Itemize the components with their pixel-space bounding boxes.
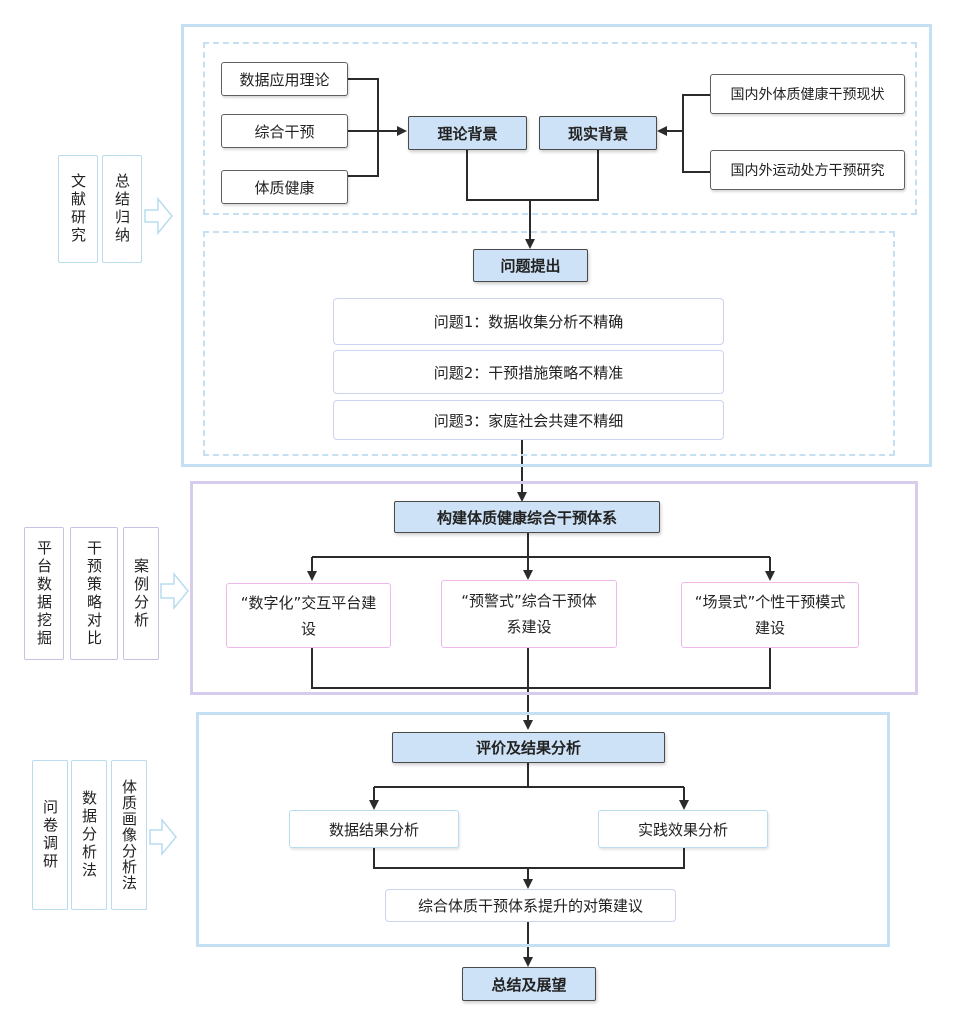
- method-literature: 文献研究: [58, 155, 98, 263]
- stage3-header-box: 评价及结果分析: [392, 732, 665, 763]
- data-result-analysis-box: 数据结果分析: [289, 810, 459, 848]
- topic-physical-health: 体质健康: [221, 170, 348, 204]
- item-scenario-mode: “场景式”个性干预模式建设: [681, 582, 859, 648]
- theory-background-box: 理论背景: [408, 116, 527, 150]
- problem-header-box: 问题提出: [473, 249, 588, 282]
- item-warning-system: “预警式”综合干预体系建设: [441, 580, 617, 648]
- method-questionnaire: 问卷调研: [32, 760, 68, 910]
- stage1-section: [181, 24, 932, 467]
- countermeasure-suggestion-box: 综合体质干预体系提升的对策建议: [385, 889, 676, 922]
- problem-item-3: 问题3：家庭社会共建不精细: [333, 400, 724, 440]
- topic-exercise-prescription: 国内外运动处方干预研究: [710, 150, 905, 190]
- method-platform-mining-label: 平台数据挖掘: [35, 539, 53, 648]
- practice-effect-analysis-box: 实践效果分析: [598, 810, 768, 848]
- method-platform-mining: 平台数据挖掘: [24, 527, 64, 660]
- method-literature-label: 文献研究: [69, 173, 87, 245]
- stage3-section: [196, 712, 890, 947]
- method-data-analysis: 数据分析法: [71, 760, 107, 910]
- hollow-arrow-3: [149, 817, 177, 857]
- method-profile-analysis-label: 体质画像分析法: [120, 779, 138, 891]
- topic-integrated-intervention: 综合干预: [221, 114, 348, 148]
- method-strategy-comparison-label: 干预策略对比: [85, 539, 103, 648]
- method-profile-analysis: 体质画像分析法: [111, 760, 147, 910]
- problem-dashed-group: [203, 231, 895, 456]
- topic-domestic-intl-status: 国内外体质健康干预现状: [710, 74, 905, 114]
- problem-item-1: 问题1：数据收集分析不精确: [333, 298, 724, 345]
- summary-outlook-box: 总结及展望: [462, 967, 596, 1001]
- method-summary-label: 总结归纳: [113, 173, 131, 245]
- item-digital-platform: “数字化”交互平台建设: [226, 583, 391, 648]
- method-strategy-comparison: 干预策略对比: [70, 527, 118, 660]
- problem-item-2: 问题2：干预措施策略不精准: [333, 350, 724, 394]
- method-case-analysis-label: 案例分析: [132, 557, 150, 630]
- hollow-arrow-1: [144, 196, 173, 236]
- method-questionnaire-label: 问卷调研: [41, 799, 59, 871]
- hollow-arrow-2: [160, 571, 189, 611]
- method-case-analysis: 案例分析: [123, 527, 159, 660]
- stage2-header-box: 构建体质健康综合干预体系: [394, 501, 660, 533]
- method-data-analysis-label: 数据分析法: [80, 790, 98, 880]
- stage2-section: [190, 481, 918, 695]
- reality-background-box: 现实背景: [539, 116, 657, 150]
- method-summary: 总结归纳: [102, 155, 142, 263]
- background-dashed-group: [203, 42, 917, 215]
- topic-data-theory: 数据应用理论: [221, 62, 348, 96]
